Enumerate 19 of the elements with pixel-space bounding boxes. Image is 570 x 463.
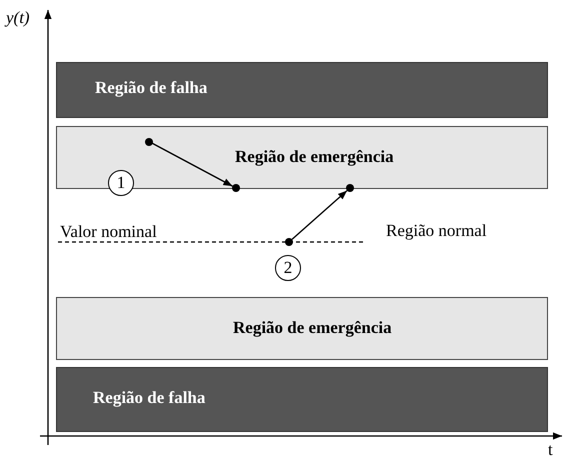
arrow	[151, 142, 233, 187]
region-label: Região de falha	[93, 388, 206, 408]
nominal-value-label: Valor nominal	[60, 222, 157, 242]
region-label: Região de falha	[95, 78, 208, 98]
axis-label: y(t)	[6, 8, 30, 28]
point-marker	[145, 138, 153, 146]
point-marker	[346, 184, 354, 192]
region-label: Região de emergência	[235, 147, 394, 167]
axis-label: t	[548, 440, 553, 460]
region-label: Região de emergência	[233, 318, 392, 338]
region-label: Região normal	[386, 221, 487, 241]
numbered-circle: 2	[275, 255, 301, 281]
fault-region-band	[56, 367, 548, 432]
point-marker	[285, 238, 293, 246]
point-marker	[232, 184, 240, 192]
arrow	[292, 190, 348, 240]
emergency-region-band	[56, 297, 548, 360]
fault-region-band	[56, 62, 548, 118]
numbered-circle: 1	[108, 170, 134, 196]
